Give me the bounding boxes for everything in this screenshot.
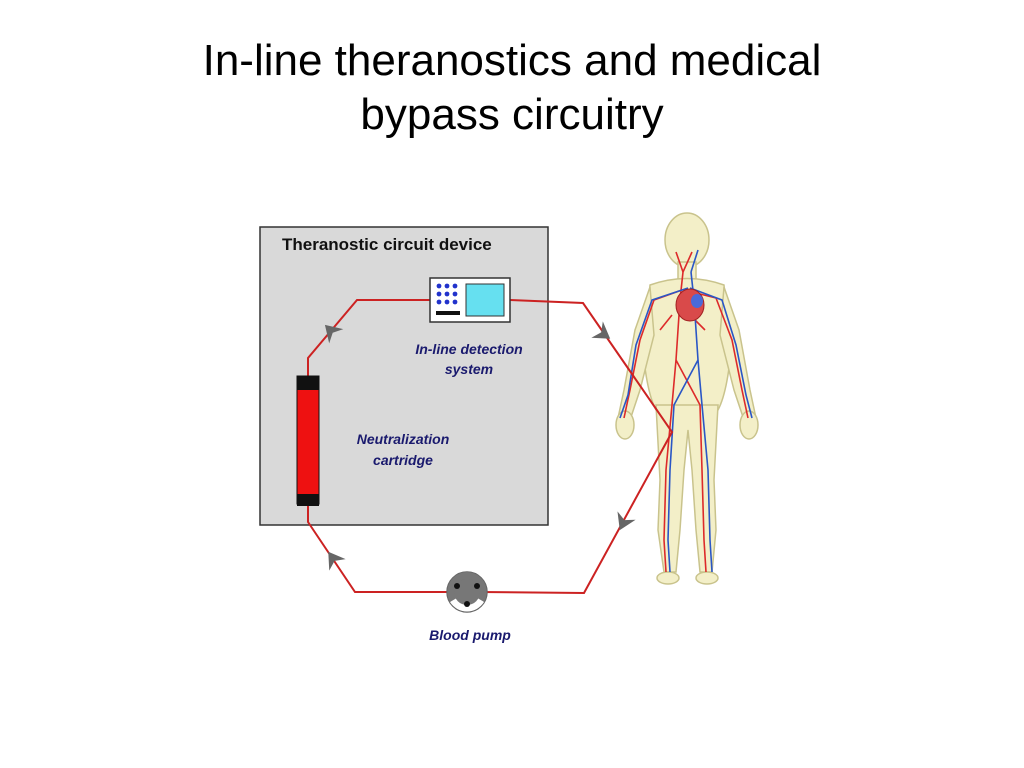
flow-arrow-icon <box>328 551 346 571</box>
title-line-2: bypass circuitry <box>360 90 664 139</box>
flow-arrow-icon <box>617 511 636 531</box>
detection-monitor-icon <box>429 277 511 323</box>
cartridge-label-line1: Neutralization <box>357 431 450 447</box>
detection-label-line1: In-line detection <box>415 341 522 357</box>
flow-arrow-icon <box>591 321 611 339</box>
blood-pump-icon <box>446 571 488 613</box>
device-box-label: Theranostic circuit device <box>282 235 492 254</box>
title-line-1: In-line theranostics and medical <box>202 36 822 85</box>
cartridge-label-line2: cartridge <box>373 452 433 468</box>
human-circulatory-system-figure <box>615 212 759 585</box>
flow-arrow-icon <box>324 324 344 344</box>
neutralization-cartridge <box>296 375 320 506</box>
detection-label-line2: system <box>445 361 493 377</box>
page-title: In-line theranostics and medical bypass … <box>0 34 1024 142</box>
pump-label: Blood pump <box>429 627 511 643</box>
